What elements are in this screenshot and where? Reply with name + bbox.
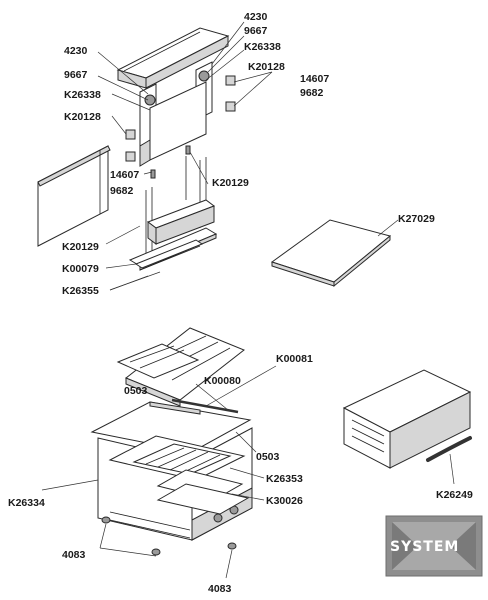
- part-labels: 4230 9667 K26338 K20128 14607 9682 4230 …: [8, 11, 473, 595]
- label-K26353: K26353: [266, 473, 303, 485]
- foot-icon: [101, 516, 237, 556]
- grill-body: [90, 401, 253, 556]
- label-14607-right: 14607: [300, 73, 329, 85]
- label-K20129-left: K20129: [62, 241, 99, 253]
- label-9667-left: 9667: [64, 69, 88, 81]
- grill-lid: [342, 369, 472, 469]
- top-heating-assembly: [37, 27, 236, 271]
- logo-text: SYSTEM: [390, 539, 459, 555]
- label-14607-mid: 14607: [110, 169, 139, 181]
- label-K26338-left: K26338: [64, 89, 101, 101]
- label-K20128-left: K20128: [64, 111, 101, 123]
- label-4230-left: 4230: [64, 45, 88, 57]
- system-logo: SYSTEM: [385, 515, 483, 577]
- label-K00079: K00079: [62, 263, 99, 275]
- label-0503-left: 0503: [124, 385, 148, 397]
- grill-rack: [132, 443, 232, 475]
- label-9682-right: 9682: [300, 87, 324, 99]
- label-9682-mid: 9682: [110, 185, 134, 197]
- label-K00081: K00081: [276, 353, 313, 365]
- label-9667-top: 9667: [244, 25, 268, 37]
- small-rack: [116, 343, 200, 379]
- label-K20129-right: K20129: [212, 177, 249, 189]
- label-K27029: K27029: [398, 213, 435, 225]
- label-K26334: K26334: [8, 497, 45, 509]
- leader-lines: [41, 21, 455, 579]
- clip-block-icon: [125, 75, 236, 162]
- rod: [171, 398, 239, 414]
- label-K26355: K26355: [62, 285, 99, 297]
- label-K20128-right: K20128: [248, 61, 285, 73]
- label-4230-top: 4230: [244, 11, 268, 23]
- label-K26338-top: K26338: [244, 41, 281, 53]
- label-K26249: K26249: [436, 489, 473, 501]
- label-0503-right: 0503: [256, 451, 280, 463]
- glass-plate: [270, 219, 392, 288]
- label-4083-left: 4083: [62, 549, 86, 561]
- label-4083-bottom: 4083: [208, 583, 232, 595]
- label-K30026: K30026: [266, 495, 303, 507]
- screw-icon: [150, 145, 191, 179]
- handle: [426, 436, 472, 462]
- label-K00080: K00080: [204, 375, 241, 387]
